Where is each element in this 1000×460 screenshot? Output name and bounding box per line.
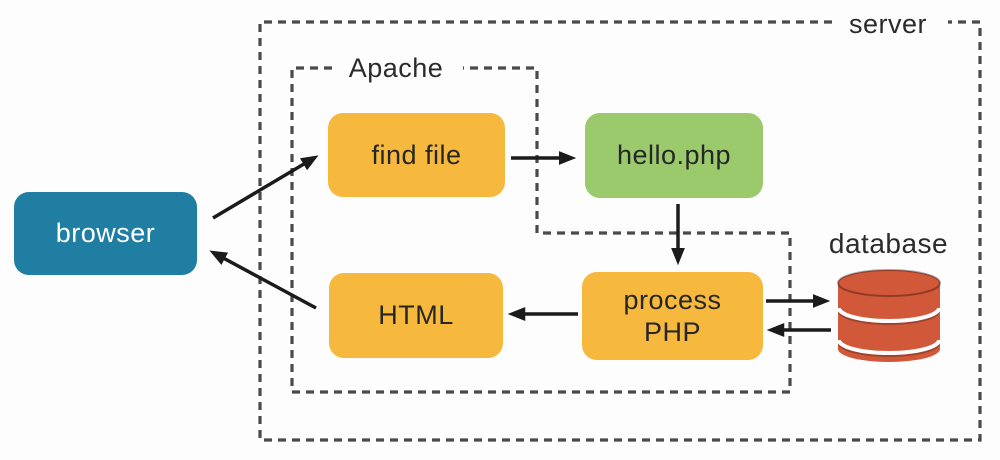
database-icon — [837, 269, 941, 362]
server-boundary — [258, 20, 982, 442]
database-label: database — [828, 228, 949, 259]
node-find-file-label: find file — [371, 139, 462, 170]
arrow-html-to-browser — [209, 250, 317, 310]
node-process-php-label: process PHP — [623, 284, 722, 347]
arrow-browser-to-find-file — [212, 155, 319, 220]
server-label: server — [848, 9, 927, 39]
node-browser-label: browser — [55, 218, 156, 248]
apache-label: Apache — [348, 53, 444, 83]
node-find-file: find file — [328, 113, 505, 197]
apache-boundary — [290, 66, 792, 394]
node-html-label: HTML — [378, 300, 454, 330]
node-html: HTML — [329, 273, 503, 358]
node-hello-php-label: hello.php — [616, 140, 732, 170]
diagram-arrows — [209, 151, 831, 337]
node-browser: browser — [14, 192, 197, 275]
node-hello-php: hello.php — [585, 113, 763, 198]
node-process-php: process PHP — [582, 272, 763, 360]
